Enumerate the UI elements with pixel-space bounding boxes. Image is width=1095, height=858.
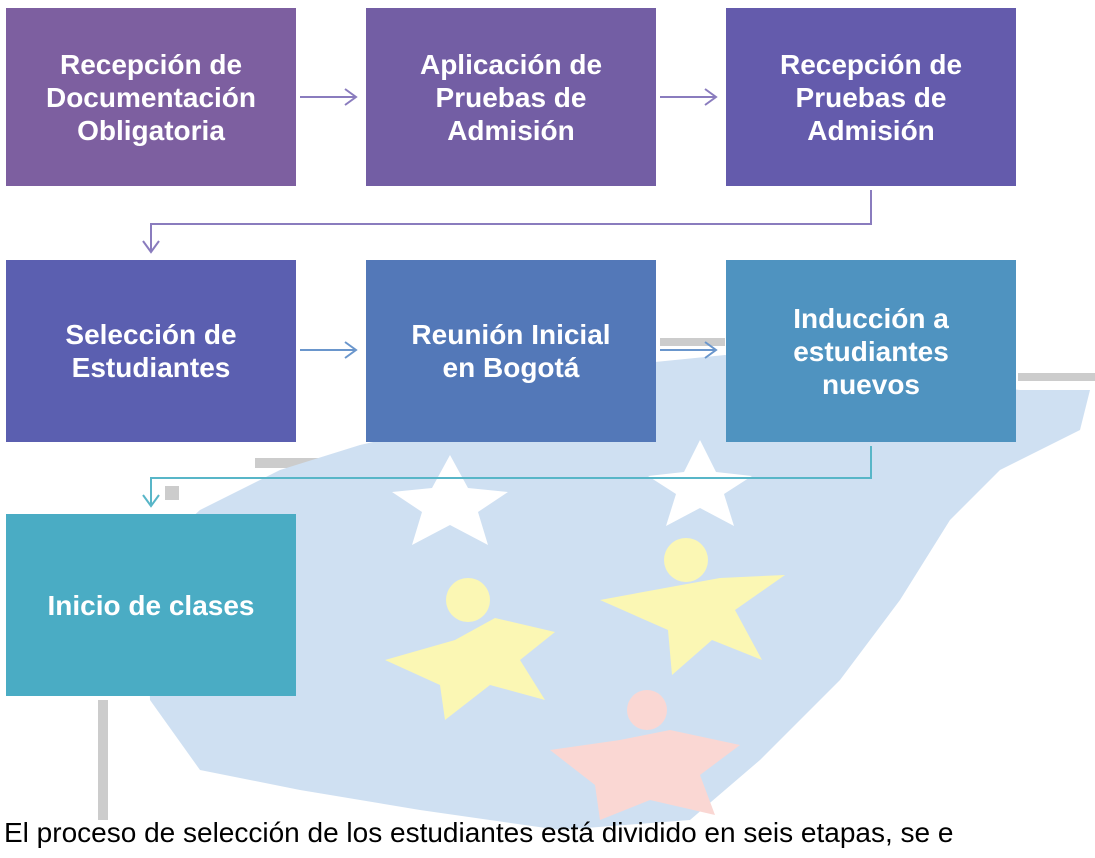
step-inicio-clases: Inicio de clases: [6, 514, 296, 696]
step-seleccion-estudiantes: Selección de Estudiantes: [6, 260, 296, 442]
watermark-figure-body-left: [385, 618, 555, 720]
step-recepcion-documentacion: Recepción de Documentación Obligatoria: [6, 8, 296, 186]
watermark-figure-body-bottom: [550, 730, 740, 820]
step-recepcion-pruebas: Recepción de Pruebas de Admisión: [726, 8, 1016, 186]
watermark-figure-head-bottom: [627, 690, 667, 730]
step-aplicacion-pruebas: Aplicación de Pruebas de Admisión: [366, 8, 656, 186]
step-induccion-estudiantes: Inducción a estudiantes nuevos: [726, 260, 1016, 442]
step-reunion-inicial: Reunión Inicial en Bogotá: [366, 260, 656, 442]
caption-text: El proceso de selección de los estudiant…: [4, 817, 954, 848]
watermark-figure-head-right: [664, 538, 708, 582]
watermark-figure-head-left: [446, 578, 490, 622]
watermark-figure-body-right: [600, 575, 785, 675]
